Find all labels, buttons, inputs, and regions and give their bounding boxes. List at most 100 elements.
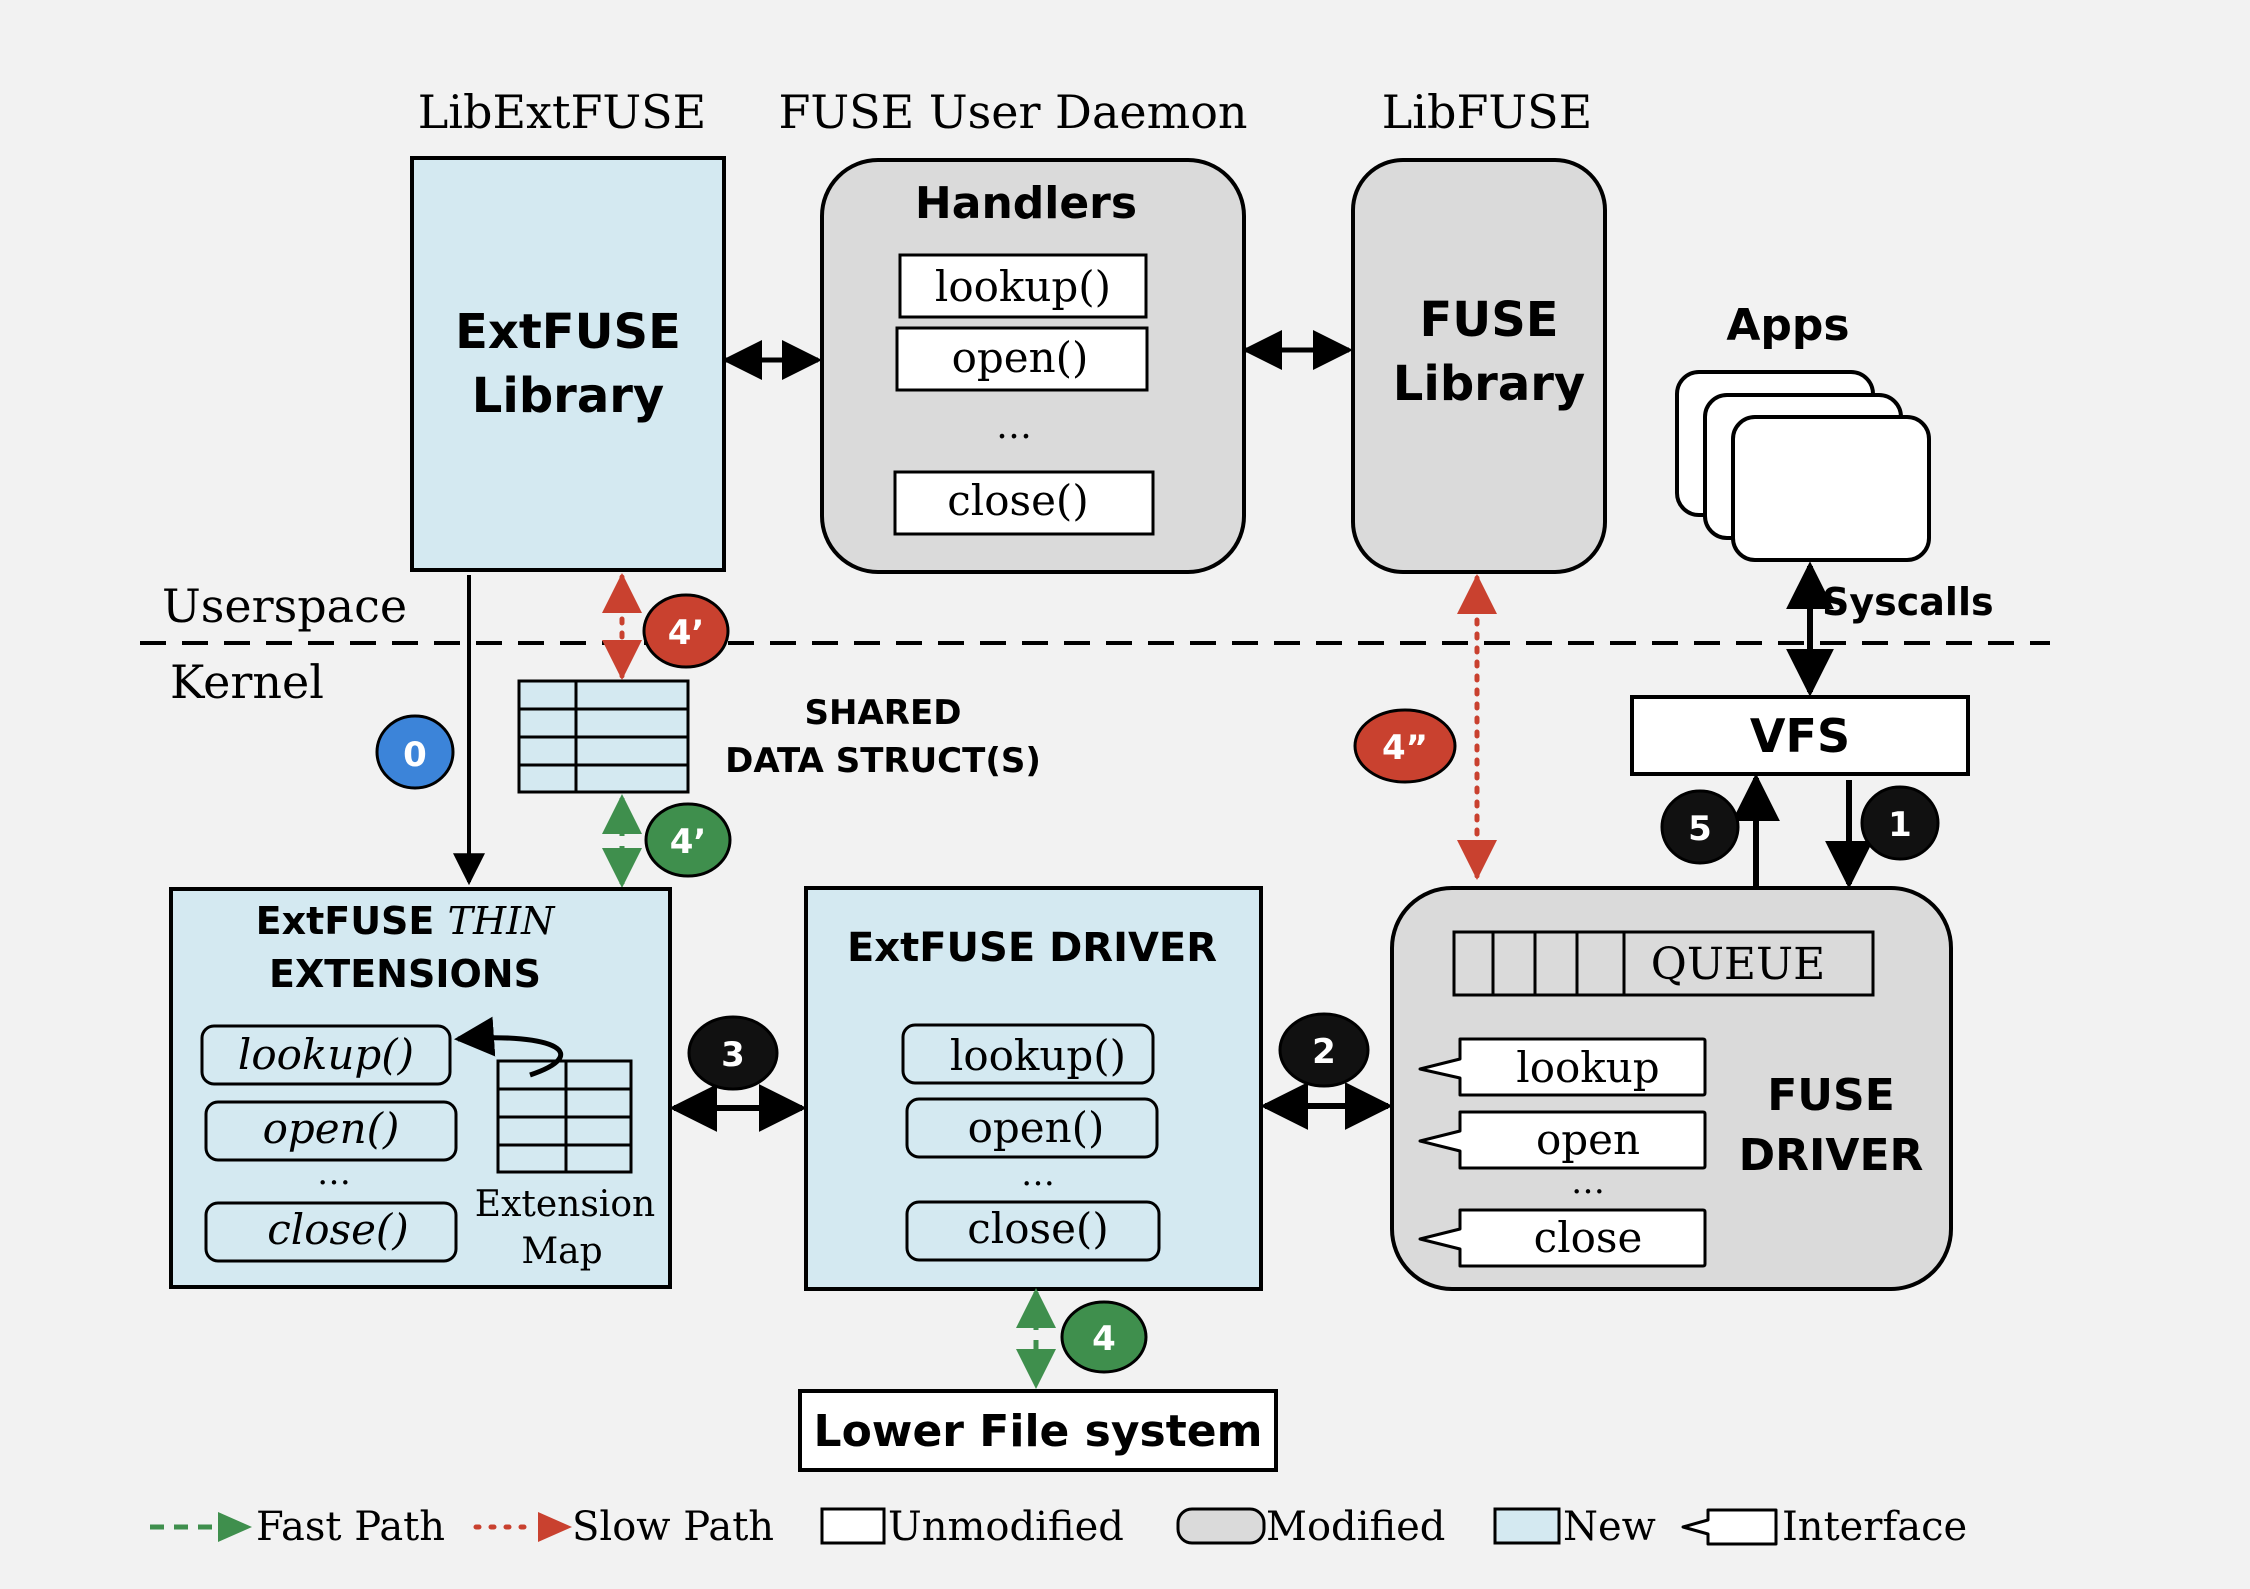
userspace-label: Userspace: [162, 579, 407, 633]
queue-label: QUEUE: [1651, 939, 1825, 990]
legend-modified-label: Modified: [1266, 1504, 1445, 1550]
badge-5-label: 5: [1688, 809, 1712, 849]
badge-5: 5: [1660, 789, 1740, 865]
extension-map-label-1: Extension: [475, 1184, 655, 1225]
badge-4: 4: [1060, 1300, 1148, 1374]
badge-1-label: 1: [1888, 805, 1912, 845]
badge-2-label: 2: [1312, 1032, 1336, 1072]
driver-lookup-box: [901, 1023, 1155, 1085]
apps-stack: [1675, 370, 1931, 562]
thin-lookup: lookup(): [238, 1030, 414, 1079]
shared-label-1: SHARED: [805, 693, 962, 733]
queue-box: QUEUE: [1452, 930, 1875, 997]
badge-1: 1: [1860, 785, 1940, 861]
thin-open: open(): [263, 1104, 400, 1153]
driver-lookup: lookup(): [950, 1031, 1126, 1080]
fuse-op-lookup: lookup: [1418, 1037, 1707, 1097]
handler-open: open(): [952, 333, 1089, 382]
badge-4-double-prime-red: 4”: [1353, 708, 1457, 784]
legend-interface-label: Interface: [1782, 1504, 1967, 1550]
syscalls-label: Syscalls: [1822, 580, 1994, 624]
thin-close: close(): [267, 1205, 408, 1254]
fuse-op-open: open: [1418, 1110, 1707, 1170]
vfs-box: VFS: [1630, 695, 1970, 776]
shared-data-table: [517, 679, 690, 794]
fuse-library-label-2: Library: [1393, 356, 1585, 412]
legend-unmodified-label: Unmodified: [888, 1504, 1124, 1550]
fuse-op-open-label: open: [1536, 1115, 1640, 1164]
handlers-title: Handlers: [915, 178, 1137, 229]
thin-extensions-title-2: EXTENSIONS: [269, 952, 541, 996]
legend-modified: Modified: [1176, 1504, 1445, 1550]
legend-interface: Interface: [1681, 1504, 1967, 1550]
extfuse-library-label-2: Library: [472, 368, 664, 424]
badge-4-prime-red: 4’: [642, 593, 730, 669]
fuse-library-label-1: FUSE: [1419, 292, 1558, 348]
extfuse-library-box: ExtFUSE Library: [410, 156, 726, 572]
handler-lookup: lookup(): [935, 262, 1111, 311]
fuse-op-lookup-label: lookup: [1516, 1043, 1659, 1092]
header-libextfuse: LibExtFUSE: [418, 85, 707, 139]
extension-map-lookup-arrow: [454, 1016, 564, 1078]
driver-ellipsis: …: [1021, 1154, 1055, 1194]
thin-ellipsis: …: [317, 1153, 351, 1193]
legend-slow-path: Slow Path: [473, 1504, 774, 1550]
fuse-library-box: FUSE Library: [1351, 158, 1607, 574]
extension-map-table: [496, 1059, 633, 1174]
thin-lookup-box: [200, 1024, 452, 1086]
badge-4-prime-green-label: 4’: [670, 822, 707, 862]
badge-4-prime-green: 4’: [644, 802, 732, 878]
thin-title-thin: THIN: [448, 899, 556, 943]
thin-close-box: [204, 1201, 458, 1263]
thin-extensions-title-1: ExtFUSE THIN: [256, 899, 557, 943]
fuse-driver-label-2: DRIVER: [1739, 1130, 1924, 1181]
badge-4-double-prime-red-label: 4”: [1382, 728, 1428, 768]
fuse-op-ellipsis: …: [1571, 1162, 1605, 1202]
handler-open-box: [895, 326, 1149, 392]
badge-3-label: 3: [721, 1035, 745, 1075]
badge-4-prime-red-label: 4’: [668, 613, 705, 653]
fuse-driver-label-1: FUSE: [1767, 1070, 1895, 1121]
badge-4-label: 4: [1092, 1319, 1116, 1359]
shared-label-2: DATA STRUCT(S): [725, 741, 1041, 781]
lower-file-system-box: Lower File system: [798, 1389, 1278, 1472]
extfuse-driver-title: ExtFUSE DRIVER: [847, 925, 1217, 971]
lower-file-system-label: Lower File system: [814, 1406, 1263, 1457]
legend-unmodified: Unmodified: [820, 1504, 1124, 1550]
extfuse-driver-box: ExtFUSE DRIVER lookup() open() … close(): [804, 886, 1263, 1291]
handler-close-box: [893, 470, 1155, 536]
driver-close-box: [905, 1200, 1161, 1262]
driver-open-box: [905, 1097, 1159, 1159]
legend-slow-path-label: Slow Path: [572, 1504, 774, 1550]
legend-new: New: [1493, 1504, 1656, 1550]
thin-extensions-box: ExtFUSE THIN EXTENSIONS lookup() open() …: [169, 887, 672, 1289]
vfs-label: VFS: [1750, 709, 1850, 763]
header-fuse-user-daemon: FUSE User Daemon: [778, 85, 1247, 139]
badge-0: 0: [375, 714, 455, 790]
legend-fast-path: Fast Path: [150, 1504, 445, 1550]
fuse-op-close-label: close: [1534, 1213, 1643, 1262]
extension-map-label-2: Map: [521, 1231, 602, 1272]
legend-fast-path-label: Fast Path: [256, 1504, 445, 1550]
badge-0-label: 0: [403, 735, 427, 775]
extfuse-library-label-1: ExtFUSE: [455, 304, 681, 360]
fuse-driver-box: QUEUE lookup open … close FUSE DRIVER: [1390, 886, 1953, 1291]
driver-close: close(): [967, 1204, 1108, 1253]
handler-ellipsis: …: [996, 406, 1032, 447]
legend: Fast Path Slow Path Unmodified Modified …: [150, 1504, 1967, 1550]
badge-3: 3: [687, 1015, 779, 1091]
handler-close: close(): [947, 476, 1088, 525]
kernel-label: Kernel: [170, 655, 324, 709]
thin-open-box: [204, 1100, 458, 1162]
handlers-box: Handlers lookup() open() … close(): [820, 158, 1246, 574]
thin-title-extfuse: ExtFUSE: [256, 899, 448, 943]
driver-open: open(): [968, 1103, 1105, 1152]
badge-2: 2: [1278, 1012, 1370, 1088]
apps-label: Apps: [1726, 300, 1849, 351]
fuse-op-close: close: [1418, 1208, 1707, 1268]
header-libfuse: LibFUSE: [1382, 85, 1592, 139]
legend-new-label: New: [1563, 1504, 1656, 1550]
handler-lookup-box: [898, 253, 1148, 319]
